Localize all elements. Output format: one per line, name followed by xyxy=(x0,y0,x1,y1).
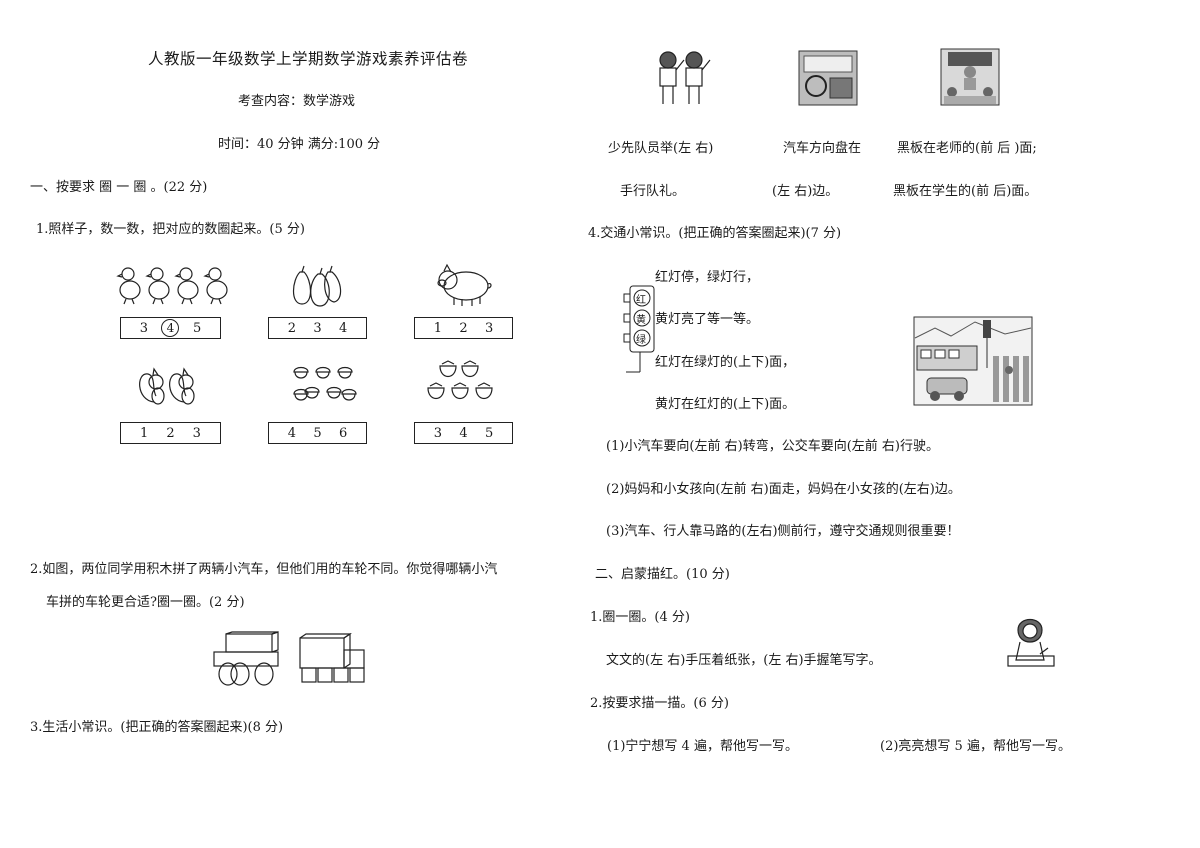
q2-text-line2: 车拼的车轮更合适?圈一圈。(2 分) xyxy=(46,595,245,610)
number-option[interactable]: 4 xyxy=(287,425,296,441)
number-box-strawberry: 3 4 5 xyxy=(414,422,513,444)
life-q-steering-line2: (左 右)边。 xyxy=(772,184,839,199)
number-option[interactable]: 2 xyxy=(166,425,175,441)
traffic-light-green-label: 绿 xyxy=(636,335,646,346)
acorn-icon xyxy=(293,366,357,401)
q4-item-1: (1)小汽车要向(左前 右)转弯，公交车要向(左前 右)行驶。 xyxy=(606,439,939,454)
squirrel-icon xyxy=(139,367,195,405)
traffic-poem-line: 黄灯亮了等一等。 xyxy=(655,312,760,327)
young-pioneers-salute-icon xyxy=(659,51,711,104)
block-car-square-wheels-icon[interactable] xyxy=(296,632,370,686)
block-car-round-wheels-icon[interactable] xyxy=(210,631,282,688)
q3-text: 3.生活小常识。(把正确的答案圈起来)(8 分) xyxy=(30,720,284,735)
number-box-chick: 3 4 5 xyxy=(120,317,221,339)
life-q-salute-line2: 手行队礼。 xyxy=(620,184,686,199)
number-option[interactable]: 6 xyxy=(339,425,348,441)
number-option[interactable]: 5 xyxy=(313,425,322,441)
car-steering-wheel-icon xyxy=(798,50,858,106)
number-box-squirrel: 1 2 3 xyxy=(120,422,221,444)
life-q-blackboard-line1: 黑板在老师的(前 后 )面; xyxy=(897,141,1037,156)
number-option[interactable]: 3 xyxy=(192,425,201,441)
traffic-poem-line: 红灯停，绿灯行， xyxy=(655,270,760,285)
number-option[interactable]: 1 xyxy=(433,320,442,336)
q4-text: 4.交通小常识。(把正确的答案圈起来)(7 分) xyxy=(588,226,842,241)
life-q-blackboard-line2: 黑板在学生的(前 后)面。 xyxy=(893,184,1038,199)
girl-writing-icon xyxy=(1007,618,1055,667)
number-box-acorn: 4 5 6 xyxy=(268,422,367,444)
number-option[interactable]: 3 xyxy=(139,320,148,336)
traffic-light-icon xyxy=(623,285,655,373)
s2-q2-text: 2.按要求描一描。(6 分) xyxy=(590,696,729,711)
life-q-salute-line1: 少先队员举(左 右) xyxy=(608,141,714,156)
s2-q2-a: (1)宁宁想写 4 遍，帮他写一写。 xyxy=(607,739,798,754)
number-box-pear: 2 3 4 xyxy=(268,317,367,339)
section-1-heading: 一、按要求 圈 一 圈 。(22 分) xyxy=(30,180,208,195)
number-option[interactable]: 5 xyxy=(193,320,202,336)
page-subtitle: 考查内容：数学游戏 xyxy=(238,94,356,109)
strawberry-icon xyxy=(427,360,493,400)
number-option[interactable]: 3 xyxy=(433,425,442,441)
number-option[interactable]: 2 xyxy=(459,320,468,336)
section-2-heading: 二、启蒙描红。(10 分) xyxy=(595,567,730,582)
s2-q1-line: 文文的(左 右)手压着纸张，(左 右)手握笔写字。 xyxy=(606,653,882,668)
classroom-blackboard-icon xyxy=(940,48,1000,106)
q4-item-2: (2)妈妈和小女孩向(左前 右)面走，妈妈在小女孩的(左右)边。 xyxy=(606,482,961,497)
life-q-steering-line1: 汽车方向盘在 xyxy=(783,141,862,156)
s2-q1-text: 1.圈一圈。(4 分) xyxy=(590,610,690,625)
pear-icon xyxy=(292,265,342,307)
number-option[interactable]: 4 xyxy=(459,425,468,441)
number-option[interactable]: 1 xyxy=(140,425,149,441)
chick-icon xyxy=(116,267,228,305)
traffic-light-red-label: 红 xyxy=(636,295,646,306)
number-option-circled[interactable]: 4 xyxy=(161,319,180,337)
page-title: 人教版一年级数学上学期数学游戏素养评估卷 xyxy=(148,50,469,68)
street-crossing-scene-icon xyxy=(913,316,1033,406)
q1-text: 1.照样子，数一数，把对应的数圈起来。(5 分) xyxy=(36,222,305,237)
q4-item-3: (3)汽车、行人靠马路的(左右)侧前行，遵守交通规则很重要！ xyxy=(606,524,960,539)
time-score-line: 时间：40 分钟 满分:100 分 xyxy=(218,137,381,152)
q2-text-line1: 2.如图，两位同学用积木拼了两辆小汽车，但他们用的车轮不同。你觉得哪辆小汽 xyxy=(30,562,498,577)
traffic-light-yellow-label: 黄 xyxy=(636,315,646,326)
traffic-poem-line: 红灯在绿灯的(上下)面， xyxy=(655,355,796,370)
s2-q2-b: (2)亮亮想写 5 遍，帮他写一写。 xyxy=(880,739,1071,754)
pig-icon xyxy=(437,263,492,306)
number-option[interactable]: 2 xyxy=(287,320,296,336)
number-option[interactable]: 4 xyxy=(339,320,348,336)
traffic-poem-line: 黄灯在红灯的(上下)面。 xyxy=(655,397,796,412)
number-option[interactable]: 3 xyxy=(485,320,494,336)
number-box-pig: 1 2 3 xyxy=(414,317,513,339)
number-option[interactable]: 3 xyxy=(313,320,322,336)
number-option[interactable]: 5 xyxy=(485,425,494,441)
